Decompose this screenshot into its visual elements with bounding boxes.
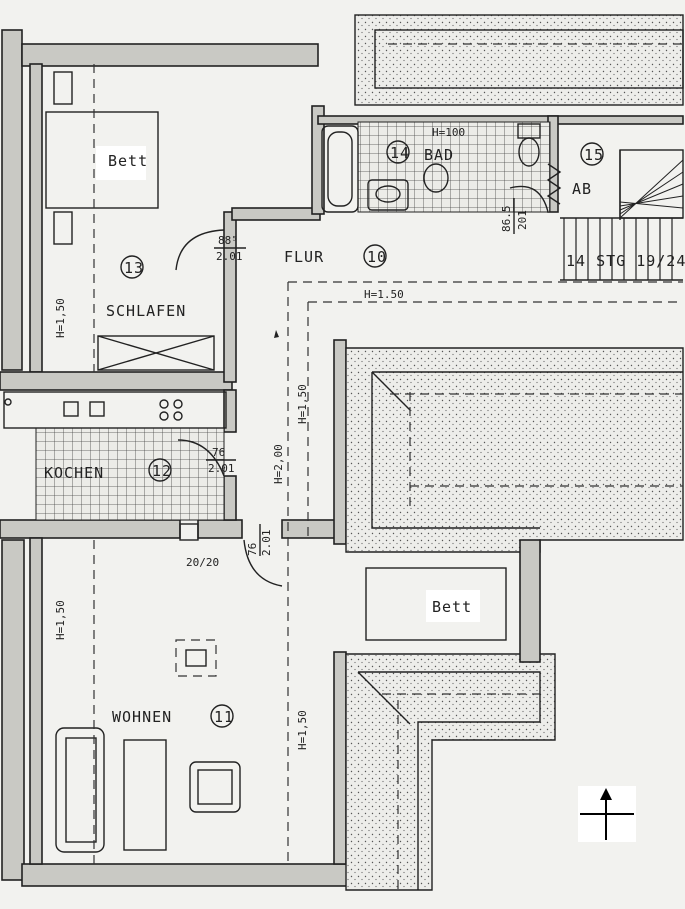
wall-south (21, 863, 363, 887)
room-name-flur: FLUR (284, 248, 324, 266)
room-num-13-circle (120, 255, 144, 279)
height-schlafen: H=1,50 (54, 298, 67, 338)
room-num-11-circle (210, 704, 234, 728)
sofa-icon (55, 727, 105, 853)
wall-flur-north (231, 207, 321, 221)
stair-winder (619, 171, 684, 215)
door-kochen-height: 2.01 (208, 462, 235, 475)
door-schlafen-height: 2.01 (216, 250, 243, 263)
roof-slope-north (354, 14, 684, 106)
roof-slope-middle (345, 347, 684, 553)
coffee-table-icon (123, 739, 167, 851)
nightstand-icon (53, 71, 73, 105)
room-name-bad: BAD (424, 146, 454, 164)
room-num-ab: 15 (584, 146, 604, 164)
door-wohnen-height: 2.01 (260, 530, 273, 557)
wall-kochen-south-2 (197, 519, 243, 539)
stair-winder (619, 159, 684, 219)
wall-flur-east (333, 339, 347, 545)
room-name-wohnen: WOHNEN (112, 708, 172, 726)
room-num-14-circle (386, 140, 410, 164)
door-ab-folding[interactable] (546, 163, 562, 205)
room-num-flur: 10 (367, 248, 387, 266)
sink-icon (63, 401, 79, 417)
room-num-kochen: 12 (152, 462, 172, 480)
wall-kochen-east (223, 389, 237, 433)
bed-2-icon (365, 567, 507, 641)
door-wohnen-width: 76 (246, 543, 259, 556)
kitchen-counter (3, 391, 227, 429)
room-num-bad: 14 (390, 144, 410, 162)
wall-schlafen-west (29, 63, 43, 373)
height-lines (93, 64, 683, 864)
wall-west-lower (1, 539, 25, 881)
washbasin-icon (367, 179, 409, 211)
bed-2-label: Bett (432, 598, 472, 616)
chimney-label: 20/20 (186, 556, 219, 569)
wall-north (21, 43, 319, 67)
height-flur-top: H=1.50 (364, 288, 404, 301)
wall-west-upper (1, 29, 23, 371)
wall-wohnen-west (29, 537, 43, 865)
chimney-icon (179, 523, 199, 541)
room-num-schlafen: 13 (124, 259, 144, 277)
bed-label: Bett (108, 152, 148, 170)
door-bad-height: 201 (516, 210, 529, 230)
wall-flur-east-lower (333, 651, 347, 865)
staircase (560, 149, 684, 281)
north-arrow-icon (578, 786, 636, 842)
stairs-label: 14 STG 19/24 (566, 252, 685, 270)
room-num-10-circle (363, 244, 387, 268)
wall-wohnen-north (281, 519, 343, 539)
door-bad-width: 86.5 (500, 206, 513, 233)
roof-slopes (345, 347, 684, 891)
wall-kochen-east-2 (223, 475, 237, 521)
width-flur: H=2,00 (272, 444, 285, 484)
stair-winder (619, 201, 684, 209)
door-schlafen[interactable] (175, 229, 225, 271)
wall-gable-piece (519, 539, 541, 663)
height-flur-low: H=1,50 (296, 710, 309, 750)
room-name-kochen: KOCHEN (44, 464, 104, 482)
bed-icon (45, 111, 159, 209)
room-num-12-circle (148, 458, 172, 482)
height-wohnen: H=1,50 (54, 600, 67, 640)
stair-winder (619, 183, 684, 211)
door-wohnen[interactable] (243, 539, 283, 587)
height-bad: H=100 (432, 126, 465, 139)
room-name-ab: AB (572, 180, 592, 198)
door-kochen-width: 76 (212, 446, 225, 459)
door-schlafen-width: 88⁵ (218, 234, 238, 247)
ceiling-light-icon (175, 639, 217, 677)
wall-kochen-south (0, 519, 181, 539)
stair-winder (619, 195, 684, 207)
height-flur-mid: H=1,50 (296, 384, 309, 424)
toilet-icon (518, 137, 540, 167)
bed-label-bg (96, 146, 146, 180)
wall-schlafen-east (223, 211, 237, 383)
wall-schlafen-south (0, 371, 233, 391)
armchair-icon (189, 761, 241, 813)
door-kochen[interactable] (177, 439, 225, 477)
kitchen-tile-floor (35, 427, 225, 521)
bidet-icon (423, 163, 449, 193)
room-name-schlafen: SCHLAFEN (106, 302, 186, 320)
wall-bad-west (311, 105, 325, 215)
interior-walls (0, 63, 684, 865)
stove-burner-icon (159, 399, 169, 409)
roof-slope-north-inner (374, 29, 684, 89)
bathtub-icon (321, 125, 359, 213)
room-num-15-circle (580, 142, 604, 166)
wardrobe-icon (97, 335, 215, 371)
room-num-wohnen: 11 (214, 708, 234, 726)
roof-slope-south (345, 653, 556, 891)
door-bad[interactable] (509, 185, 549, 213)
